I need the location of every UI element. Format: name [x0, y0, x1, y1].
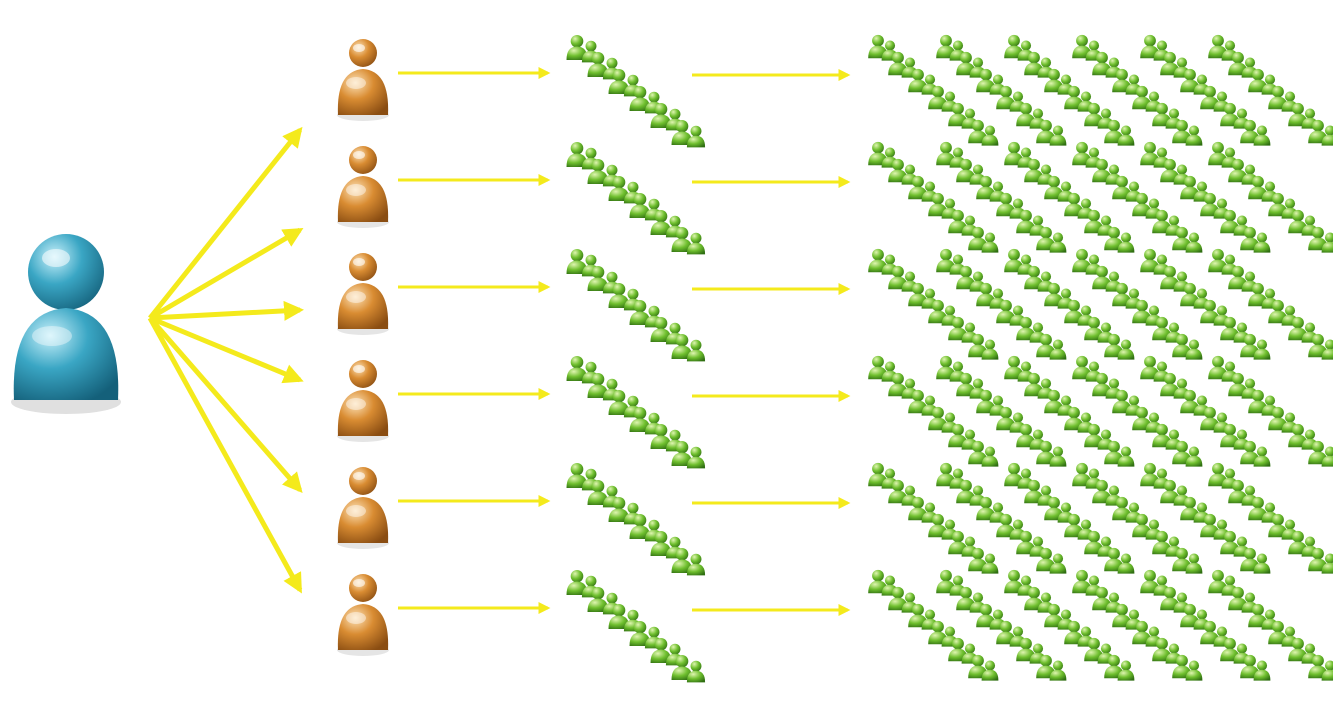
level2-group	[567, 249, 706, 361]
level3-group	[868, 570, 1333, 681]
level2-groups	[567, 35, 706, 682]
level1-person-icon	[337, 574, 389, 656]
level3-groups	[868, 35, 1333, 681]
level3-group	[868, 463, 1333, 574]
level3-group	[868, 142, 1333, 253]
level1-people	[337, 39, 389, 656]
level1-arrows	[398, 73, 548, 608]
level1-person-icon	[337, 253, 389, 335]
level1-person-icon	[337, 360, 389, 442]
level2-group	[567, 570, 706, 682]
arrow-icon	[150, 130, 300, 318]
level1-person-icon	[337, 39, 389, 121]
level2-arrows	[692, 75, 848, 610]
arrow-icon	[150, 318, 300, 590]
level3-group	[868, 249, 1333, 360]
level1-person-icon	[337, 146, 389, 228]
level3-group	[868, 356, 1333, 467]
level3-group	[868, 35, 1333, 146]
level2-group	[567, 356, 706, 468]
level2-group	[567, 142, 706, 254]
arrow-icon	[150, 230, 300, 318]
arrow-icon	[150, 318, 300, 490]
root-person-icon	[11, 234, 121, 414]
level1-person-icon	[337, 467, 389, 549]
level2-group	[567, 35, 706, 147]
root-arrows	[150, 130, 300, 590]
arrow-icon	[150, 318, 300, 380]
level2-group	[567, 463, 706, 575]
arrow-icon	[150, 310, 300, 318]
